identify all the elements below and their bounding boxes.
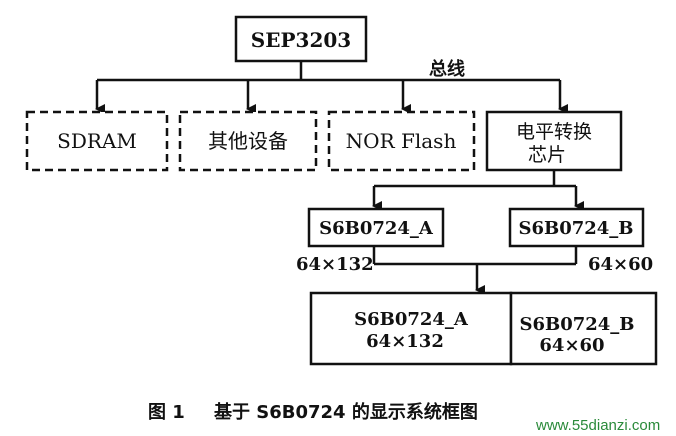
controller-b-size: 64×60 [588,254,653,275]
nor-flash-label: NOR Flash [346,129,457,153]
figure-number: 图 1 [148,402,185,423]
other-devices-label: 其他设备 [208,129,288,153]
controller-a-box [307,207,445,248]
controller-b-label: S6B0724_B [518,218,633,239]
controller-b-box [508,207,645,248]
controller-a-size: 64×132 [296,254,374,275]
sdram-box [25,110,169,172]
level-converter-box [485,110,623,172]
watermark: www.55dianzi.com [535,417,660,434]
display-a-size: 64×132 [366,331,444,352]
bus-lines [95,61,568,114]
level-converter-label-1: 电平转换 [516,121,592,143]
display-a-name: S6B0724_A [354,309,469,330]
level-converter-label-2: 芯片 [528,144,566,166]
control-lines [372,170,584,211]
display-b-box [509,291,658,366]
other-devices-box [178,110,318,172]
sep3203-label: SEP3203 [251,28,351,52]
bus-label: 总线 [429,58,465,80]
display-b-name: S6B0724_B [519,314,634,335]
controller-a-label: S6B0724_A [319,218,434,239]
sep3203-box [234,15,368,63]
merge-lines [372,246,578,295]
figure-caption: 基于 S6B0724 的显示系统框图 [213,401,478,423]
display-b-size: 64×60 [539,335,604,356]
nor-flash-box [327,110,476,172]
sdram-label: SDRAM [57,129,137,153]
